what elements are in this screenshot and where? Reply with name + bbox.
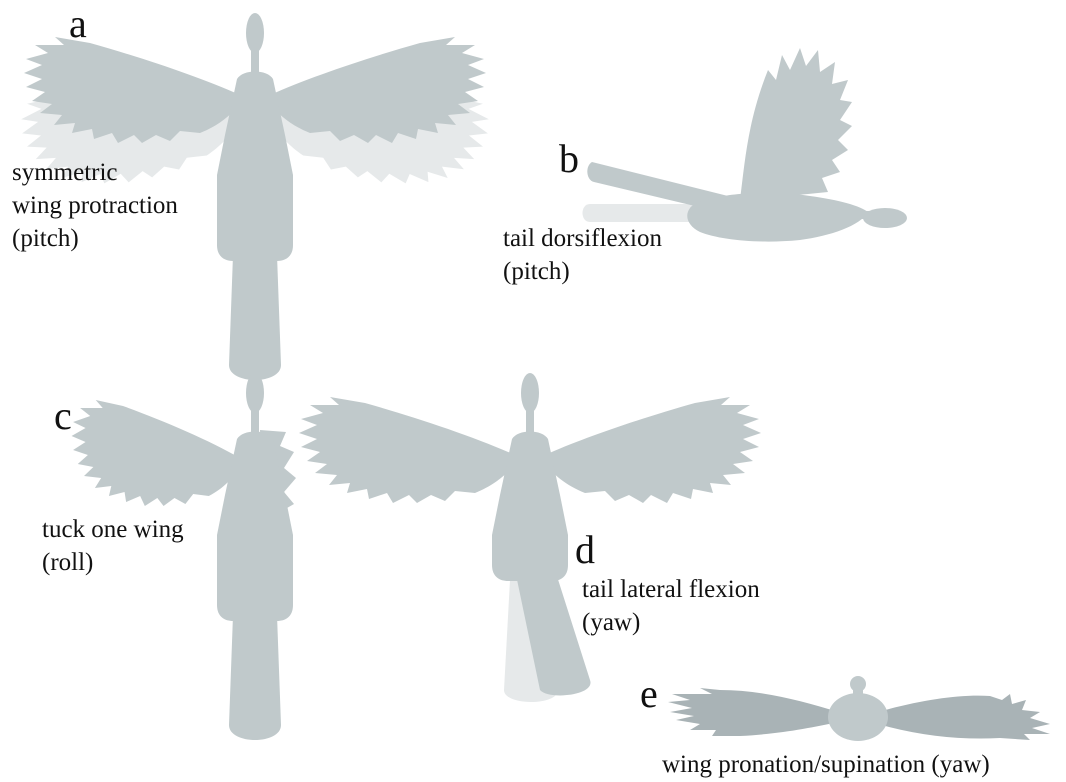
bird-b-ghost-tail [583,204,701,222]
bird-c-left-wing [72,400,240,506]
bird-b-head [863,208,907,228]
panel-c-caption-line1: tuck one wing [42,513,184,546]
panel-d-caption-line2: (yaw) [582,606,760,639]
panel-a-caption-line1: symmetric [12,156,178,189]
bird-a-body [217,13,293,380]
panel-b-caption-line1: tail dorsiflexion [503,222,662,255]
bird-e-left-wing [668,688,838,736]
panel-b-letter: b [559,139,579,179]
panel-d-caption-line1: tail lateral flexion [582,573,760,606]
bird-c-body [217,373,293,740]
panel-a-letter: a [69,4,87,44]
panel-e-caption: wing pronation/supination (yaw) [662,748,990,781]
panel-a-caption: symmetric wing protraction (pitch) [12,156,178,255]
panel-b-caption: tail dorsiflexion (pitch) [503,222,662,288]
bird-b-body [687,193,868,242]
bird-e-head [850,676,866,692]
panel-b-caption-line2: (pitch) [503,255,662,288]
panel-c-letter: c [54,396,72,436]
bird-e-right-wing [878,694,1050,740]
panel-c-caption: tuck one wing (roll) [42,513,184,579]
bird-e-body [828,693,888,741]
panel-d-caption: tail lateral flexion (yaw) [582,573,760,639]
panel-d-letter: d [575,530,595,570]
bird-d [299,373,761,702]
panel-a-caption-line2: wing protraction [12,189,178,222]
bird-d-right-wing [545,397,761,503]
bird-b-wing [740,48,852,200]
panel-a-caption-line3: (pitch) [12,222,178,255]
panel-e-letter: e [640,674,658,714]
bird-e [668,676,1050,741]
panel-c-caption-line2: (roll) [42,546,184,579]
bird-d-left-wing [299,397,515,503]
panel-e-caption-line1: wing pronation/supination (yaw) [662,748,990,781]
bird-b [583,48,908,242]
